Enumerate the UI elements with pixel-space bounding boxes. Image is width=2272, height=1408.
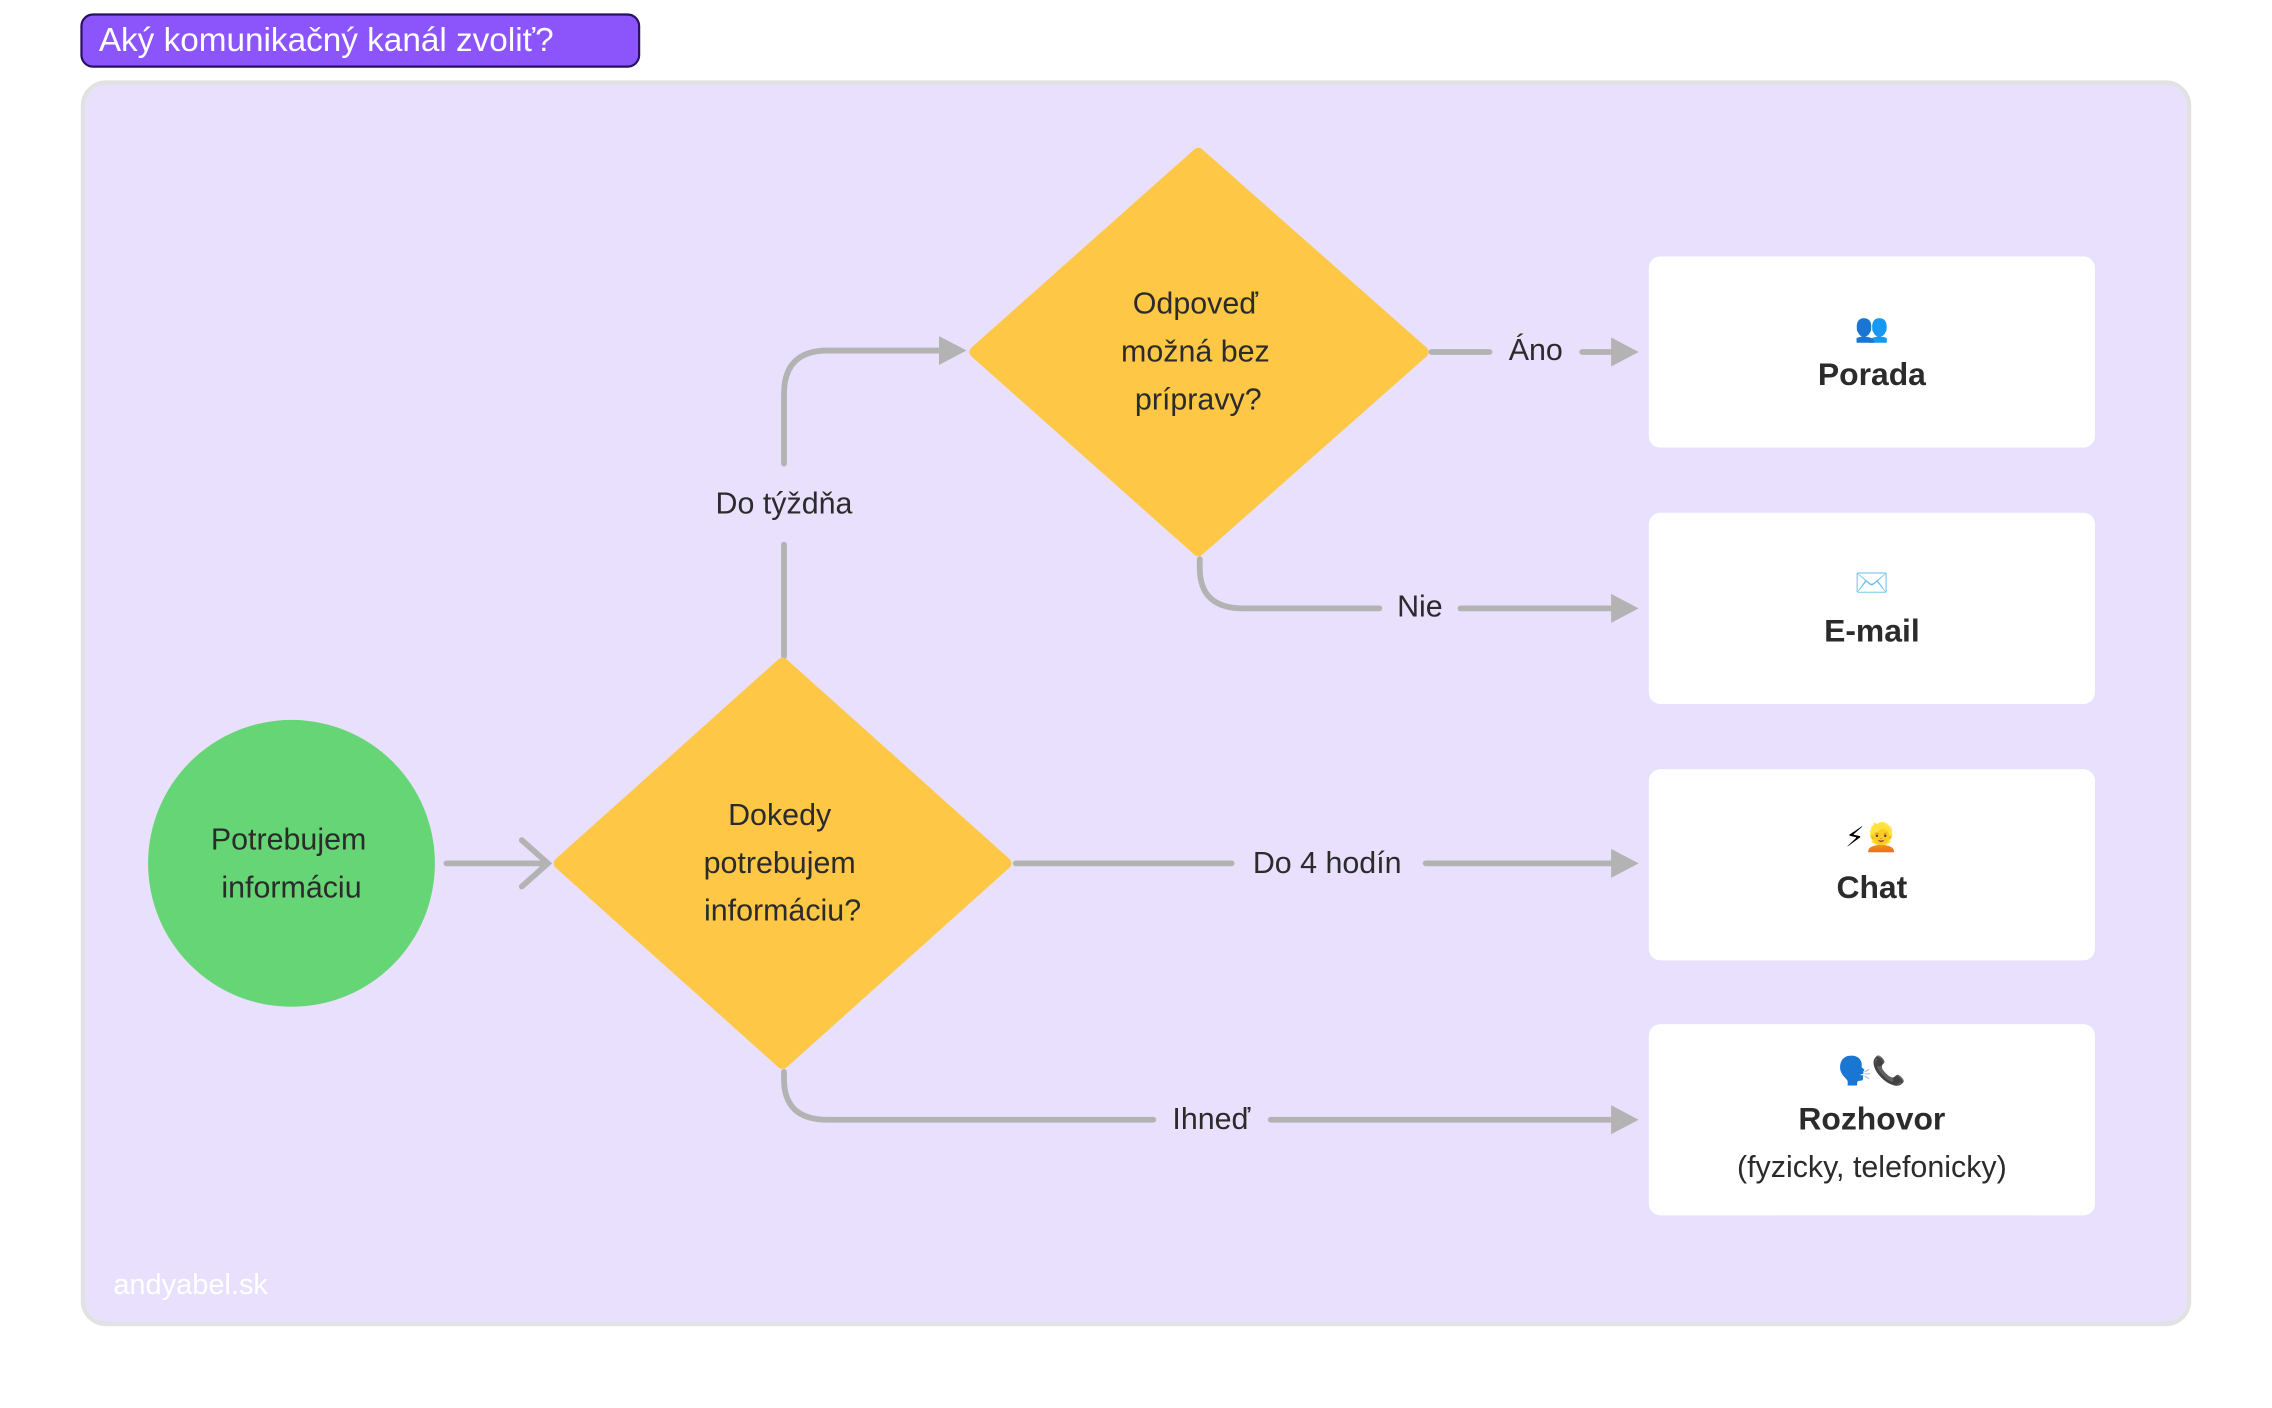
decision-text: informáciu? xyxy=(704,894,861,928)
result-label: E-mail xyxy=(1824,612,1920,648)
edge-week-upper xyxy=(781,347,945,467)
edge-label-four-hours: Do 4 hodín xyxy=(1253,846,1402,880)
speaking-phone-icon: 🗣️📞 xyxy=(1838,1053,1907,1087)
decision-when: Dokedy potrebujem informáciu? xyxy=(553,657,1012,1070)
result-label: Porada xyxy=(1818,356,1926,392)
result-sublabel: (fyzicky, telefonicky) xyxy=(1737,1150,2007,1184)
arrowhead-open xyxy=(518,837,553,890)
result-label: Rozhovor xyxy=(1798,1101,1945,1137)
edge-label-yes: Áno xyxy=(1509,333,1563,367)
decision-text: potrebujem xyxy=(704,846,856,880)
title-text: Aký komunikačný kanál zvoliť? xyxy=(99,22,554,59)
result-chat: ⚡👱 Chat xyxy=(1648,769,2095,961)
arrowhead xyxy=(1611,593,1639,623)
start-text: informáciu xyxy=(221,870,361,904)
decision-text: Dokedy xyxy=(728,798,832,832)
envelope-icon: ✉️ xyxy=(1855,567,1889,599)
start-text: Potrebujem xyxy=(211,823,367,857)
title-badge: Aký komunikačný kanál zvoliť? xyxy=(80,13,641,68)
watermark: andyabel.sk xyxy=(113,1269,268,1301)
edge-label-no: Nie xyxy=(1397,589,1443,623)
result-label: Chat xyxy=(1836,869,1907,905)
edges xyxy=(443,336,1639,1135)
decision-text: prípravy? xyxy=(1135,382,1262,416)
people-icon: 👥 xyxy=(1855,312,1889,344)
result-rozhovor: 🗣️📞 Rozhovor (fyzicky, telefonicky) xyxy=(1648,1024,2095,1216)
arrowhead xyxy=(1611,337,1639,367)
result-porada: 👥 Porada xyxy=(1648,256,2095,448)
arrowhead xyxy=(1611,848,1639,878)
decision-text: možná bez xyxy=(1121,334,1270,368)
arrowhead xyxy=(938,336,967,366)
decision-prep: Odpoveď možná bez prípravy? xyxy=(969,147,1429,557)
result-email: ✉️ E-mail xyxy=(1648,512,2095,704)
edge-label-week: Do týždňa xyxy=(716,487,853,521)
start-node: Potrebujem informáciu xyxy=(148,719,435,1007)
arrowhead xyxy=(1611,1105,1639,1135)
edge-label-now: Ihneď xyxy=(1172,1102,1250,1136)
decision-text: Odpoveď xyxy=(1133,287,1258,321)
lightning-person-icon: ⚡👱 xyxy=(1845,821,1899,854)
